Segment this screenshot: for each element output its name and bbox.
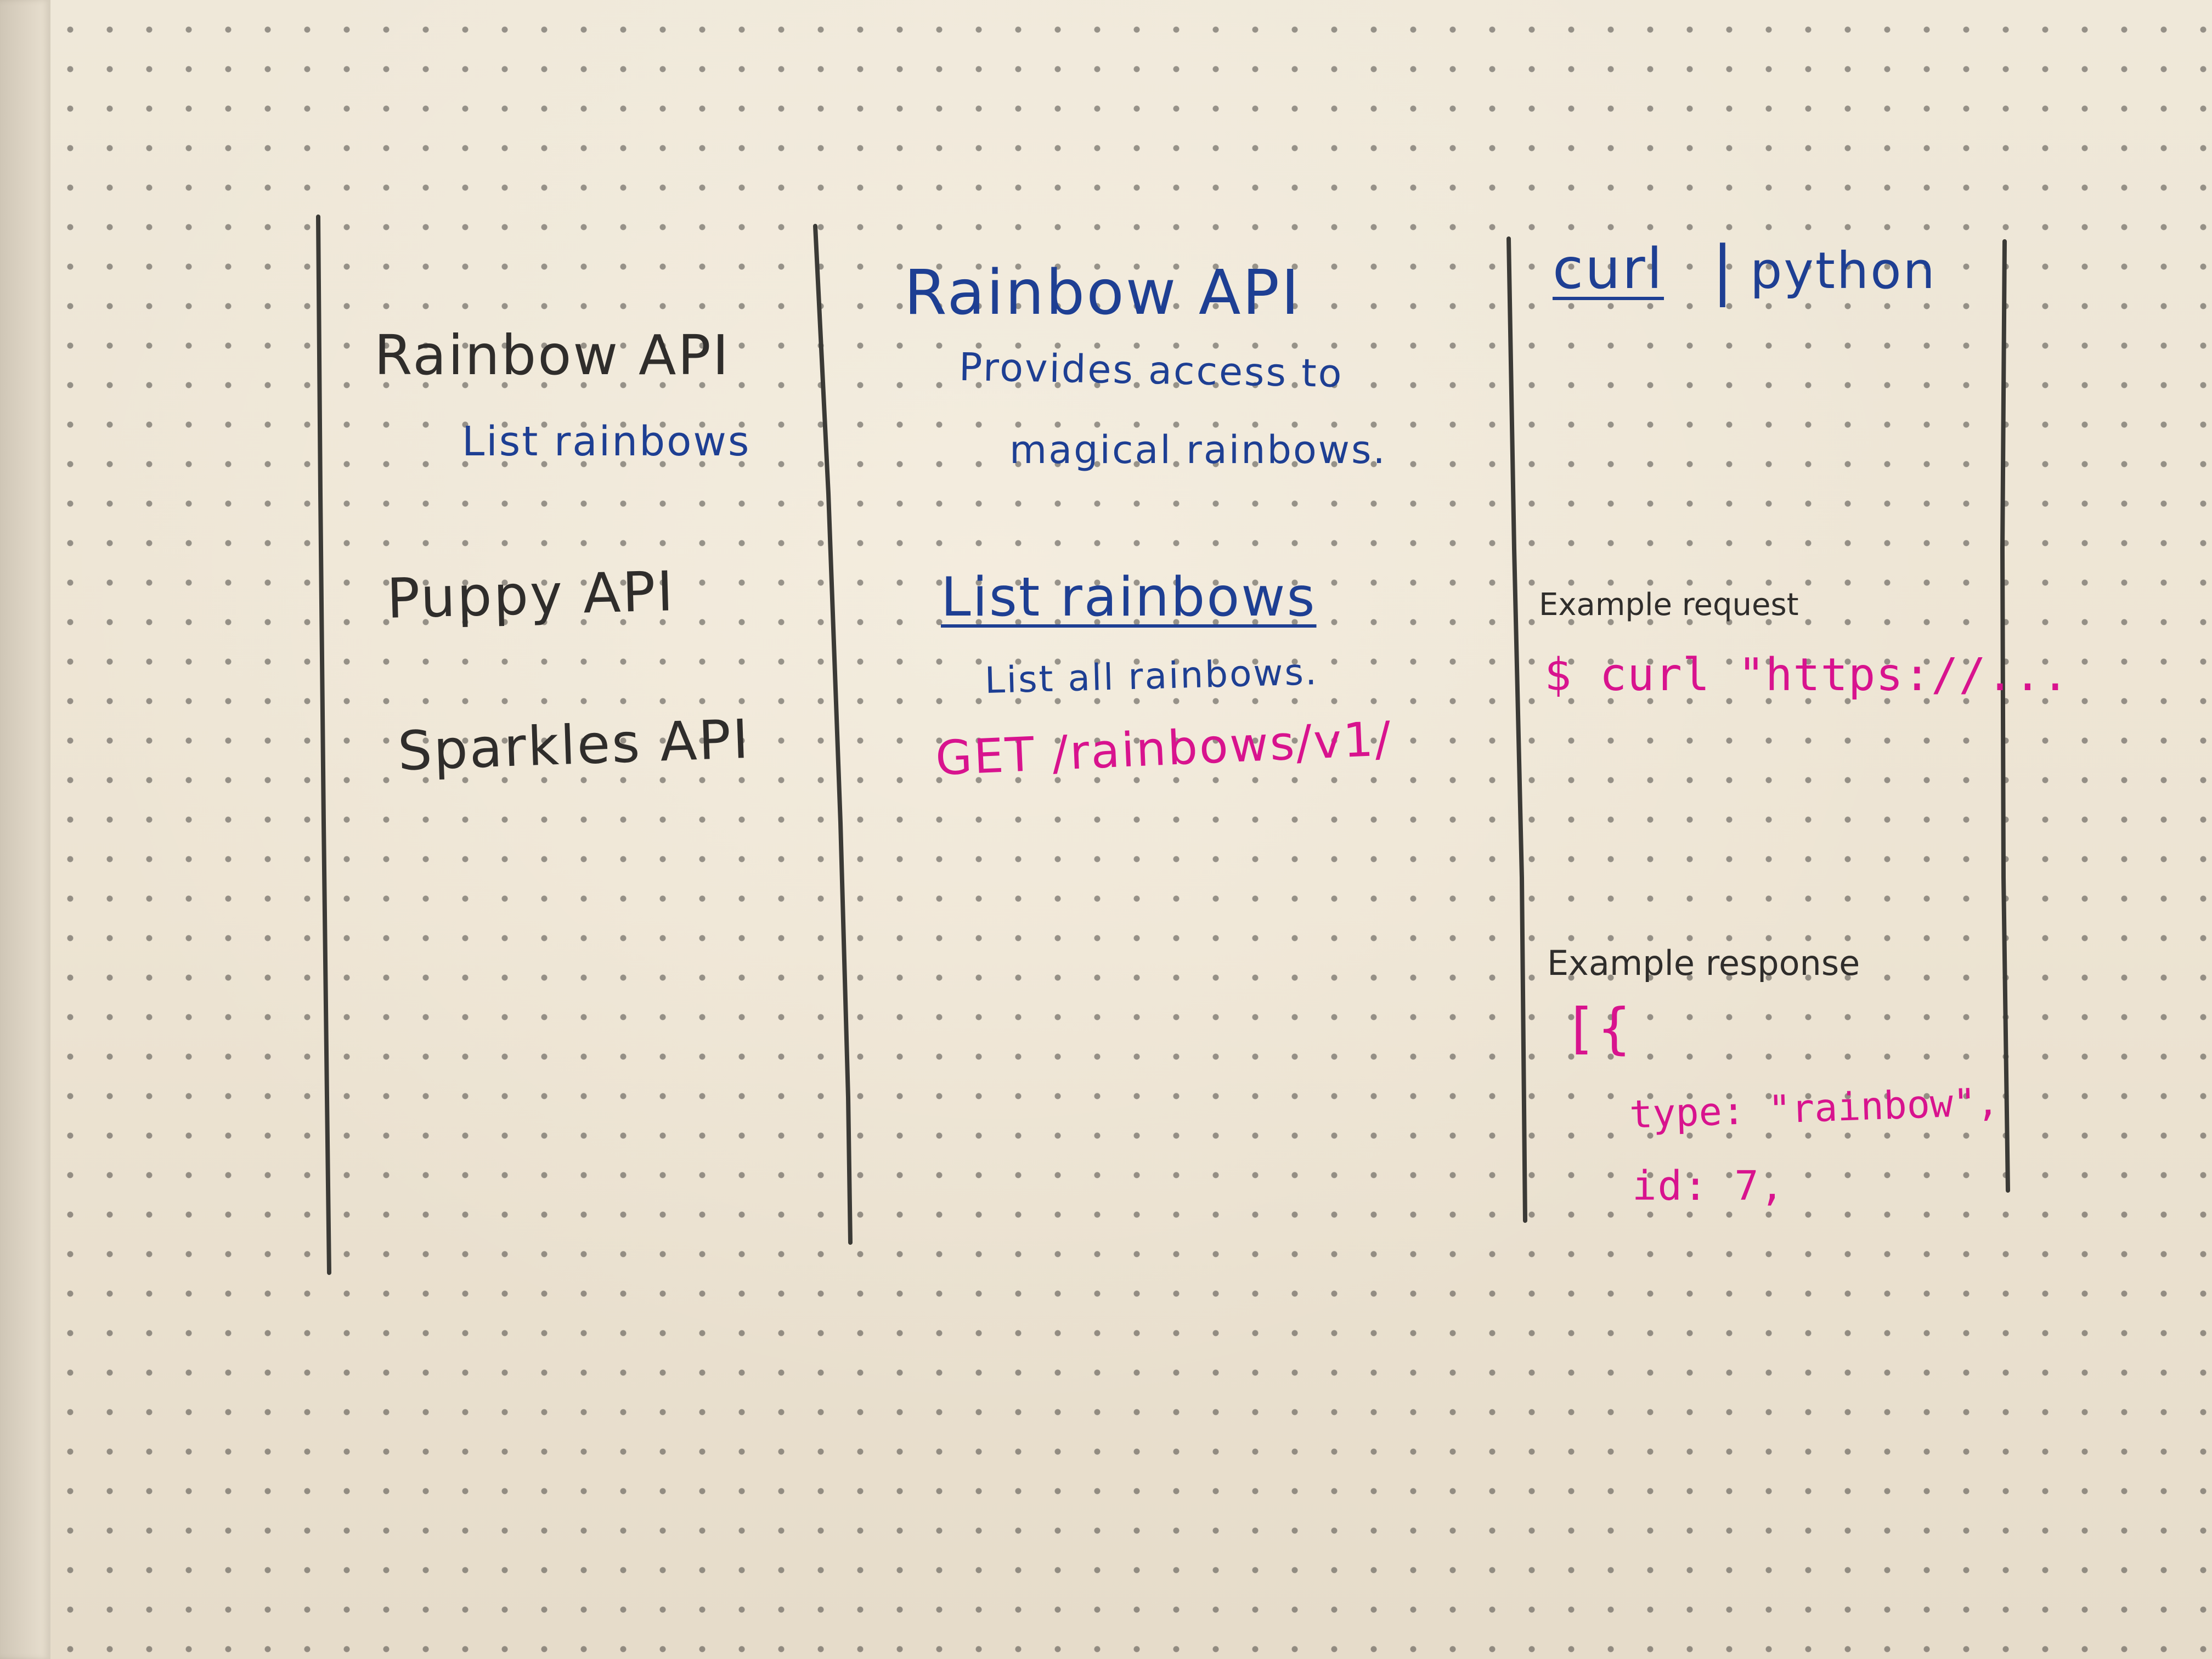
notebook-binding-edge [0, 0, 50, 1659]
nav-item-puppy-api[interactable]: Puppy API [386, 559, 676, 631]
example-response-line-1: [{ [1564, 996, 1632, 1060]
nav-item-rainbow-api[interactable]: Rainbow API [374, 323, 731, 387]
nav-content-divider-line [813, 224, 853, 1245]
example-response-line-3: id: 7, [1632, 1163, 1786, 1210]
section-heading-list-rainbows: List rainbows [941, 566, 1317, 629]
tab-curl[interactable]: curl [1553, 236, 1664, 302]
content-code-divider-line [1506, 236, 1527, 1223]
page-title: Rainbow API [904, 257, 1301, 329]
tab-python[interactable]: python [1750, 241, 1937, 300]
example-response-line-2: type: "rainbow", [1628, 1079, 2000, 1137]
page-description-line-2: magical rainbows. [1009, 427, 1387, 472]
tab-separator: | [1712, 232, 1735, 307]
example-request-label: Example request [1539, 587, 1799, 623]
section-description: List all rainbows. [984, 651, 1319, 702]
example-request-code: $ curl "https://... [1544, 649, 2069, 701]
nav-column-left-line [316, 215, 331, 1275]
code-column-right-line [2000, 239, 2010, 1193]
example-response-label: Example response [1547, 943, 1860, 983]
nav-item-sparkles-api[interactable]: Sparkles API [397, 708, 752, 783]
nav-subitem-list-rainbows[interactable]: List rainbows [462, 418, 751, 465]
page-description-line-1: Provides access to [958, 344, 1344, 397]
